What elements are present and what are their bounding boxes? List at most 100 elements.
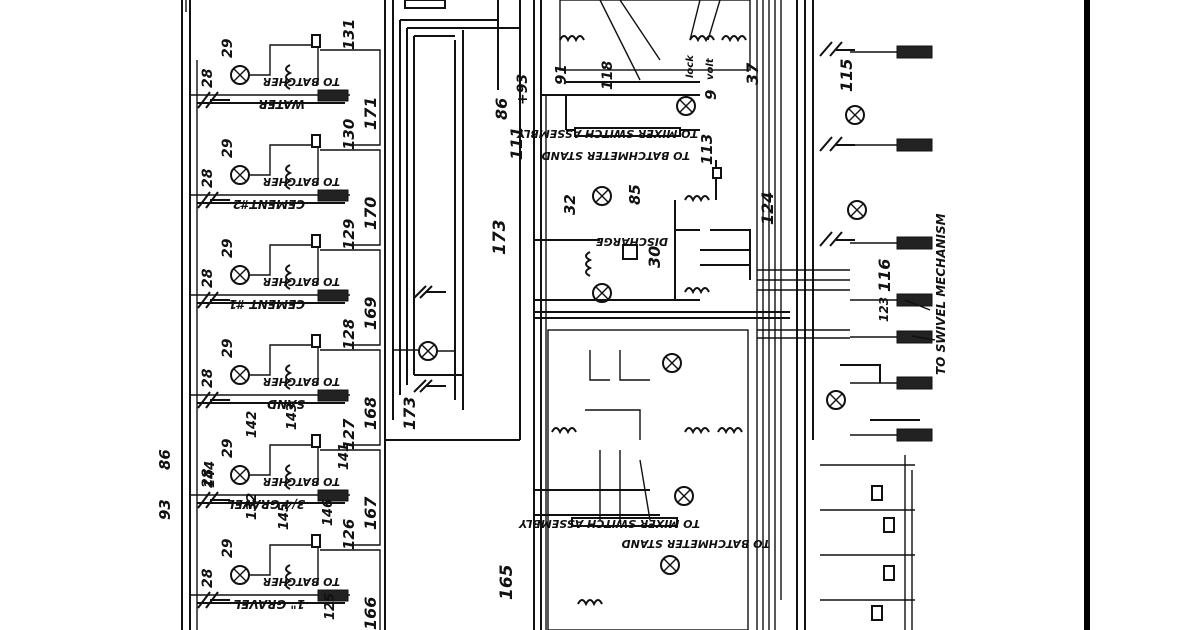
right-lamp-x-3 <box>829 393 843 407</box>
row-1-line-num: 171 <box>361 97 380 130</box>
part-145: 145 <box>277 503 292 530</box>
label-116: 116 <box>875 259 894 292</box>
part-143: 143 <box>285 403 300 430</box>
label-plus93: +93 <box>515 74 531 105</box>
row-5-material-label: 3/4 GRAVEL <box>227 497 305 511</box>
row-2-lamp-x <box>233 168 247 182</box>
row-2-material-label: CEMENT#2 <box>233 197 305 211</box>
label-mixer-switch-bottom: TO MIXER SWITCH ASSEMBLY <box>518 517 700 530</box>
row-3-coil <box>285 264 293 290</box>
label-115: 115 <box>837 59 856 92</box>
row-3-material-label: CEMENT #1 <box>229 297 305 311</box>
row-1-lamp <box>230 65 250 85</box>
row-2-lamp <box>230 165 250 185</box>
row-6-batcher-label: TO BATCHER <box>263 575 340 588</box>
part-144: 144 <box>203 461 218 488</box>
label-32: 32 <box>561 194 579 215</box>
label-swivel: TO SWIVEL MECHANISM <box>934 213 948 375</box>
right-terminal-6 <box>896 376 933 390</box>
row-5-switch <box>197 491 230 509</box>
top-mixer-block <box>559 0 751 137</box>
row-3-lamp <box>230 265 250 285</box>
row-5-terminal <box>317 489 349 502</box>
scan-edge-paper <box>1090 0 1200 630</box>
right-relay-wires <box>840 364 920 421</box>
relay-area <box>820 455 915 630</box>
label-111: 111 <box>507 127 526 160</box>
label-173-center: 173 <box>490 220 510 256</box>
right-terminal-1 <box>896 45 933 59</box>
label-30: 30 <box>645 246 664 268</box>
row-4-switch <box>197 391 230 409</box>
swivel-arrows <box>904 299 936 341</box>
row-2-switch <box>197 191 230 209</box>
row-2-batcher-label: TO BATCHER <box>263 175 340 188</box>
label-batchmeter-stand-top: TO BATCHMETER STAND <box>541 149 690 162</box>
part-142: 142 <box>245 411 260 438</box>
row-5-switch-num: 28 <box>200 468 216 488</box>
left-bus <box>181 0 198 630</box>
row-1-batcher-label: TO BATCHER <box>263 75 340 88</box>
row-1-switch-num: 28 <box>200 68 216 88</box>
row-6-material-label: 1" GRAVEL <box>234 597 305 611</box>
bus-label-93: 93 <box>156 499 174 520</box>
row-4-material-label: SAND <box>267 397 305 411</box>
row-1-coil-wire <box>250 44 319 85</box>
label-85: 85 <box>626 184 644 205</box>
row-1-coil <box>285 64 293 90</box>
label-124: 124 <box>758 192 777 225</box>
row-3-contact <box>311 234 321 248</box>
row-1-lamp-num: 29 <box>220 38 236 58</box>
row-4-coil <box>285 364 293 390</box>
row-1-lamp-x <box>233 68 247 82</box>
label-batchmeter-stand-bottom: TO BATCHMETER STAND <box>621 537 770 550</box>
label-9: 9 <box>702 90 720 100</box>
bottom-mixer-block <box>547 329 749 630</box>
row-2-lamp-num: 29 <box>220 138 236 158</box>
row-5-lamp-num: 29 <box>220 438 236 458</box>
label-123: 123 <box>877 297 891 322</box>
row-4-coil-num: 128 <box>340 319 358 350</box>
right-lamp-x-2 <box>850 203 864 217</box>
row-3-lamp-num: 29 <box>220 238 236 258</box>
row-4-contact <box>311 334 321 348</box>
trunk-cables <box>384 0 521 630</box>
discharge-block <box>585 160 751 303</box>
label-lock: lock <box>685 54 696 78</box>
row-6-contact <box>311 534 321 548</box>
row-3-line-num: 169 <box>361 297 380 330</box>
right-lamp-x-1 <box>848 108 862 122</box>
row-5-coil-wire <box>250 444 319 485</box>
row-3-switch-num: 28 <box>200 268 216 288</box>
row-5-coil-num: 127 <box>340 418 358 450</box>
row-6-lamp-num: 29 <box>220 538 236 558</box>
right-cable-bundle <box>756 0 850 630</box>
label-165: 165 <box>497 565 517 601</box>
row-6-coil-num: 126 <box>340 519 358 550</box>
row-5-lamp <box>230 465 250 485</box>
part-146: 146 <box>321 499 336 526</box>
row-2-coil <box>285 164 293 190</box>
right-terminal-7 <box>896 428 933 442</box>
row-6-lamp <box>230 565 250 585</box>
row-2-coil-num: 130 <box>340 119 358 150</box>
label-volt: volt <box>705 57 716 80</box>
row-4-coil-wire <box>250 344 319 385</box>
part-141: 141 <box>337 443 352 470</box>
label-86-center: 86 <box>492 98 511 120</box>
row-2-line-num: 170 <box>361 197 380 230</box>
row-4-lamp-x <box>233 368 247 382</box>
row-2-contact <box>311 134 321 148</box>
row-6-terminal <box>317 589 349 602</box>
center-buses <box>533 0 790 630</box>
right-lamp-3 <box>826 390 846 410</box>
row-2-switch-num: 28 <box>200 168 216 188</box>
row-6-coil <box>285 564 293 590</box>
row-3-switch <box>197 291 230 309</box>
row-3-terminal <box>317 289 349 302</box>
right-terminal-2 <box>896 138 933 152</box>
row-6-frame <box>190 549 381 630</box>
row-2-coil-wire <box>250 144 319 185</box>
label-113: 113 <box>698 134 716 165</box>
